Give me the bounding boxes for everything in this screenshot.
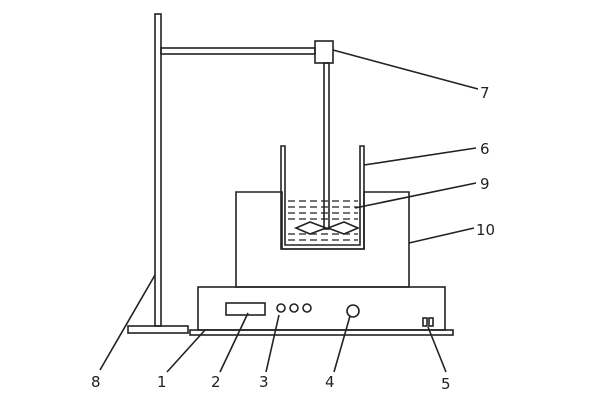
- label-9: 9: [480, 175, 490, 193]
- label-8: 8: [91, 373, 101, 391]
- label-4: 4: [325, 373, 335, 391]
- indicator-light: [289, 303, 299, 313]
- label-2: 2: [211, 373, 221, 391]
- label-7: 7: [480, 84, 490, 102]
- motor-clamp: [314, 40, 334, 64]
- label-3: 3: [259, 373, 269, 391]
- support-stand: [127, 13, 334, 334]
- leader-lines: [99, 49, 479, 373]
- control-knob: [346, 304, 360, 318]
- indicator-light: [276, 303, 286, 313]
- label-5: 5: [441, 375, 451, 393]
- beaker: [280, 145, 365, 250]
- liquid: [288, 200, 358, 241]
- indicator-light: [302, 303, 312, 313]
- power-switch: [422, 317, 428, 327]
- label-10: 10: [476, 221, 495, 239]
- stirrer: [293, 62, 361, 235]
- label-1: 1: [157, 373, 167, 391]
- controller-base: [189, 286, 454, 336]
- display-screen: [225, 302, 266, 316]
- label-6: 6: [480, 140, 490, 158]
